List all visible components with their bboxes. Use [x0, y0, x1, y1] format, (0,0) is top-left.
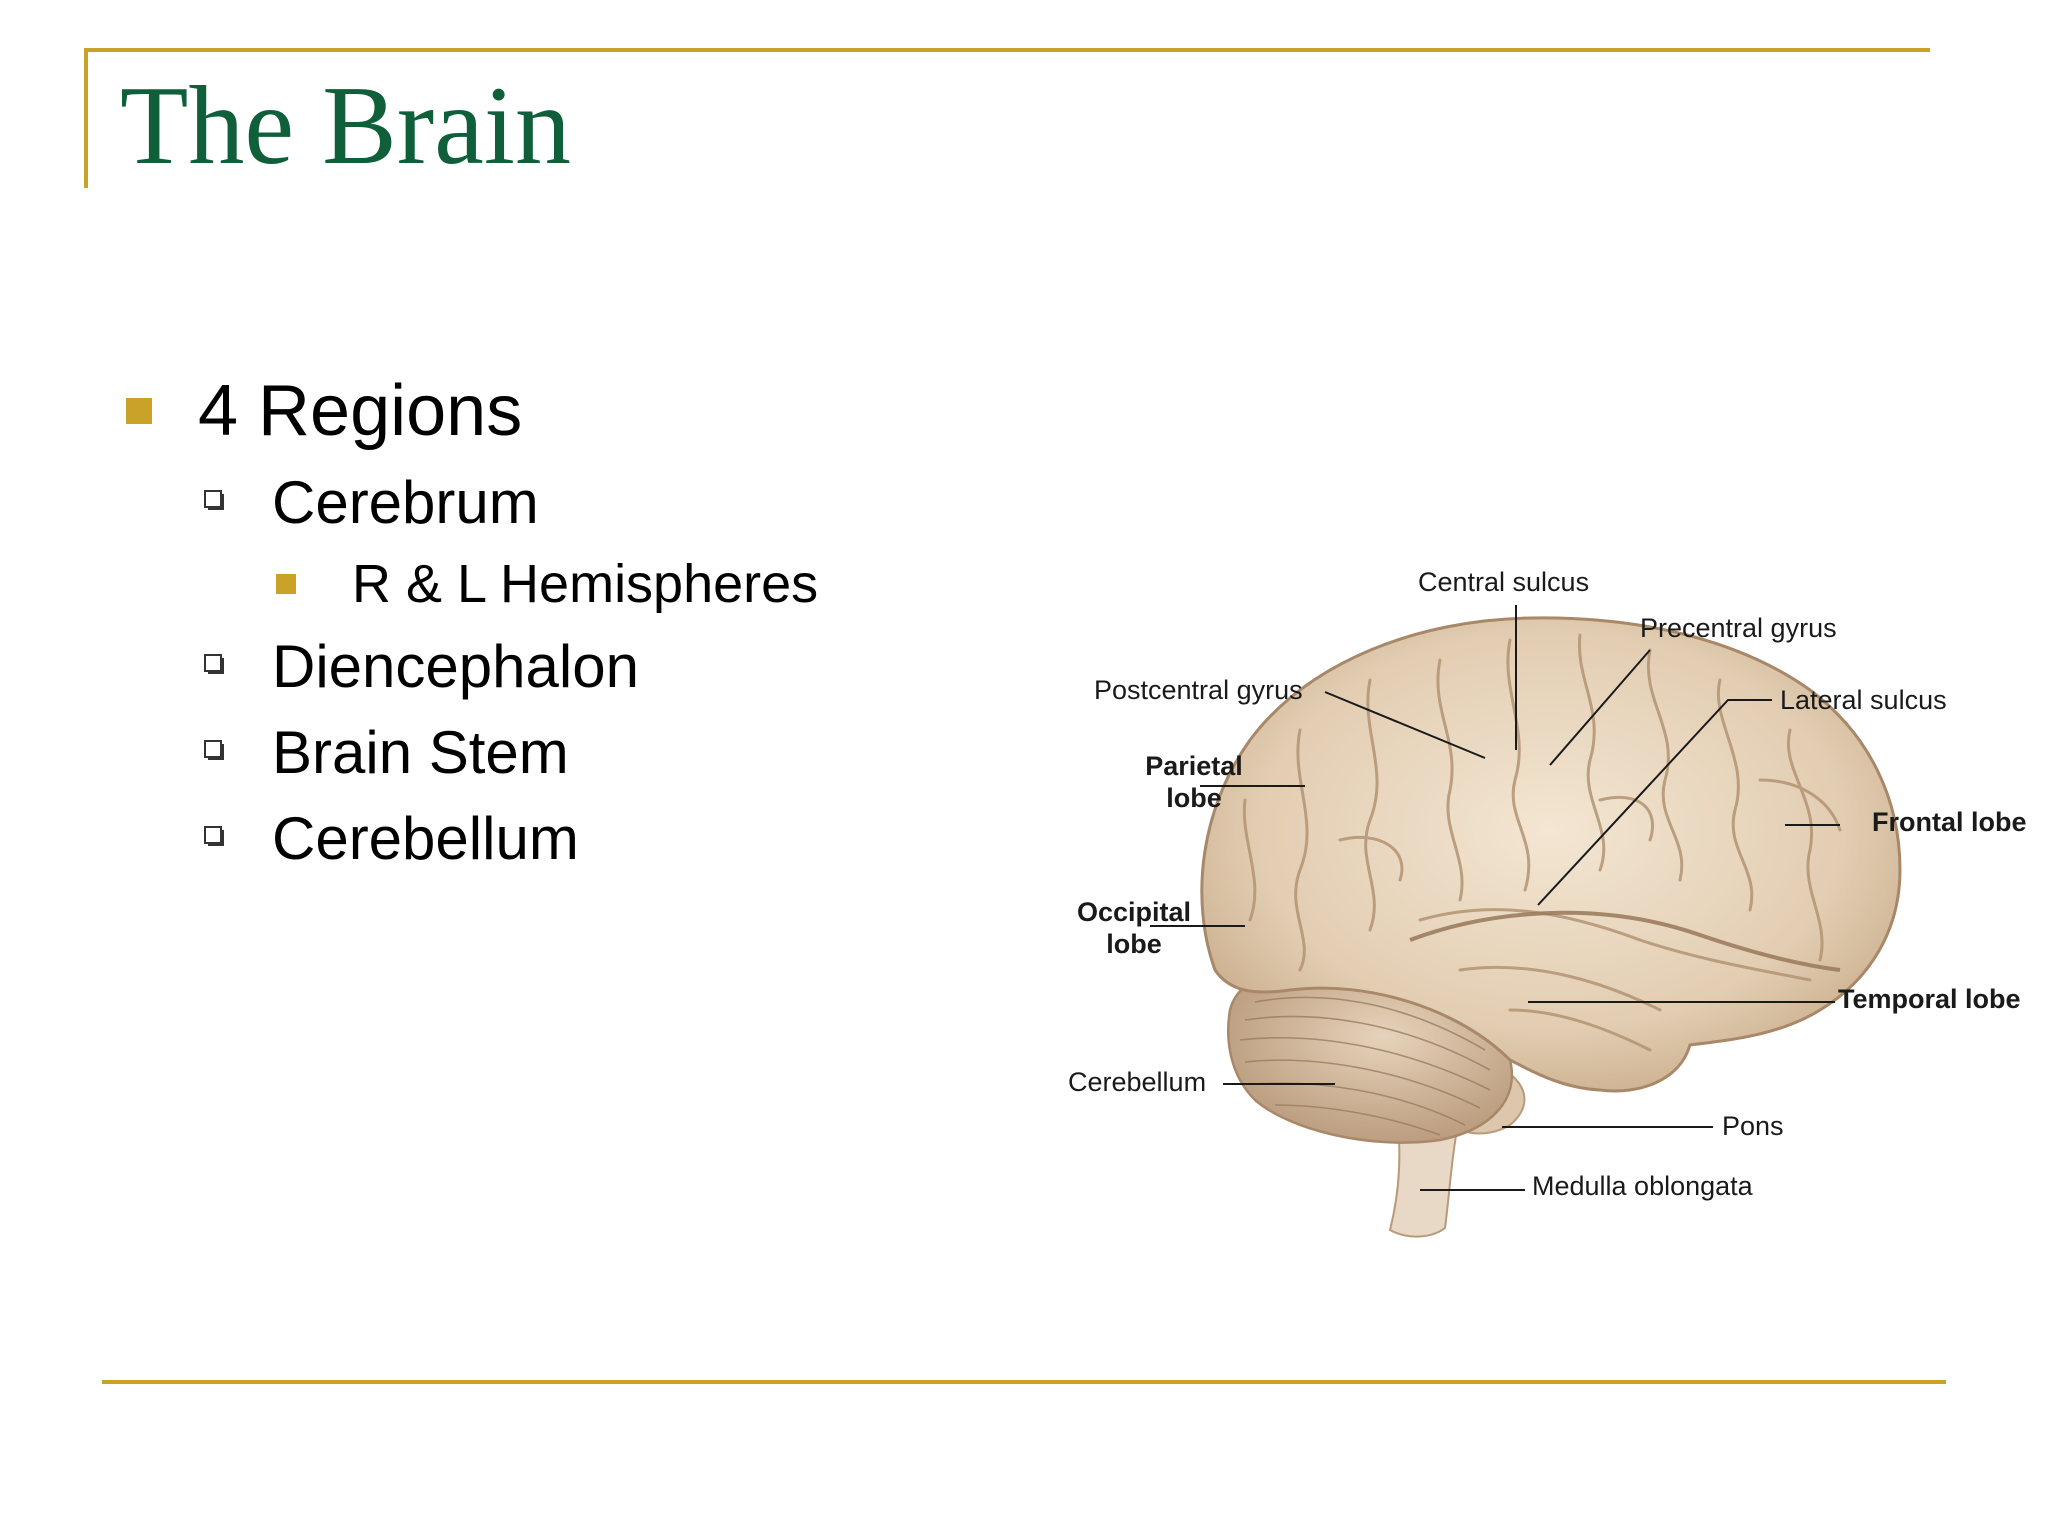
square-bullet-icon	[126, 398, 152, 424]
cerebellum-folia	[1239, 996, 1491, 1136]
square-bullet-icon	[276, 574, 296, 594]
gyri-lines	[1242, 633, 1842, 1052]
hollow-square-bullet-icon	[204, 654, 222, 672]
bullet-cerebrum: Cerebrum	[272, 469, 539, 536]
left-rule	[84, 48, 88, 188]
slide-title: The Brain	[120, 64, 571, 188]
label-lateral-sulcus: Lateral sulcus	[1780, 685, 1947, 715]
bottom-rule	[102, 1380, 1946, 1384]
cerebrum-shape	[1200, 616, 1902, 1093]
label-precentral-gyrus: Precentral gyrus	[1640, 613, 1837, 643]
label-parietal-lobe-line1: Parietal	[1145, 751, 1243, 781]
brain-diagram: Central sulcus Precentral gyrus Postcent…	[1040, 540, 2048, 1260]
hollow-square-bullet-icon	[204, 826, 222, 844]
brain-illustration	[1150, 605, 1902, 1238]
bullet-4-regions: 4 Regions	[198, 371, 523, 451]
label-occipital-lobe: Occipital lobe	[1064, 896, 1204, 961]
bullet-cerebellum: Cerebellum	[272, 805, 579, 872]
label-occipital-lobe-line1: Occipital	[1076, 897, 1192, 927]
hollow-square-bullet-icon	[204, 490, 222, 508]
label-frontal-lobe: Frontal lobe	[1872, 807, 2027, 837]
label-central-sulcus: Central sulcus	[1418, 567, 1590, 597]
label-postcentral-gyrus: Postcentral gyrus	[1094, 675, 1303, 705]
lateral-fissure	[1409, 910, 1841, 972]
label-medulla-oblongata: Medulla oblongata	[1532, 1171, 1753, 1201]
label-occipital-lobe-line2: lobe	[1106, 929, 1162, 960]
label-temporal-lobe: Temporal lobe	[1838, 984, 2021, 1014]
bullet-diencephalon: Diencephalon	[272, 633, 639, 700]
top-rule	[84, 48, 1930, 52]
label-parietal-lobe: Parietal lobe	[1124, 750, 1264, 815]
label-cerebellum: Cerebellum	[1068, 1067, 1207, 1097]
bullet-hemispheres: R & L Hemispheres	[352, 554, 819, 614]
hollow-square-bullet-icon	[204, 740, 222, 758]
label-parietal-lobe-line2: lobe	[1166, 783, 1222, 814]
label-pons: Pons	[1722, 1111, 1784, 1141]
bullet-brain-stem: Brain Stem	[272, 719, 569, 786]
leader-lines	[1150, 605, 1840, 1191]
